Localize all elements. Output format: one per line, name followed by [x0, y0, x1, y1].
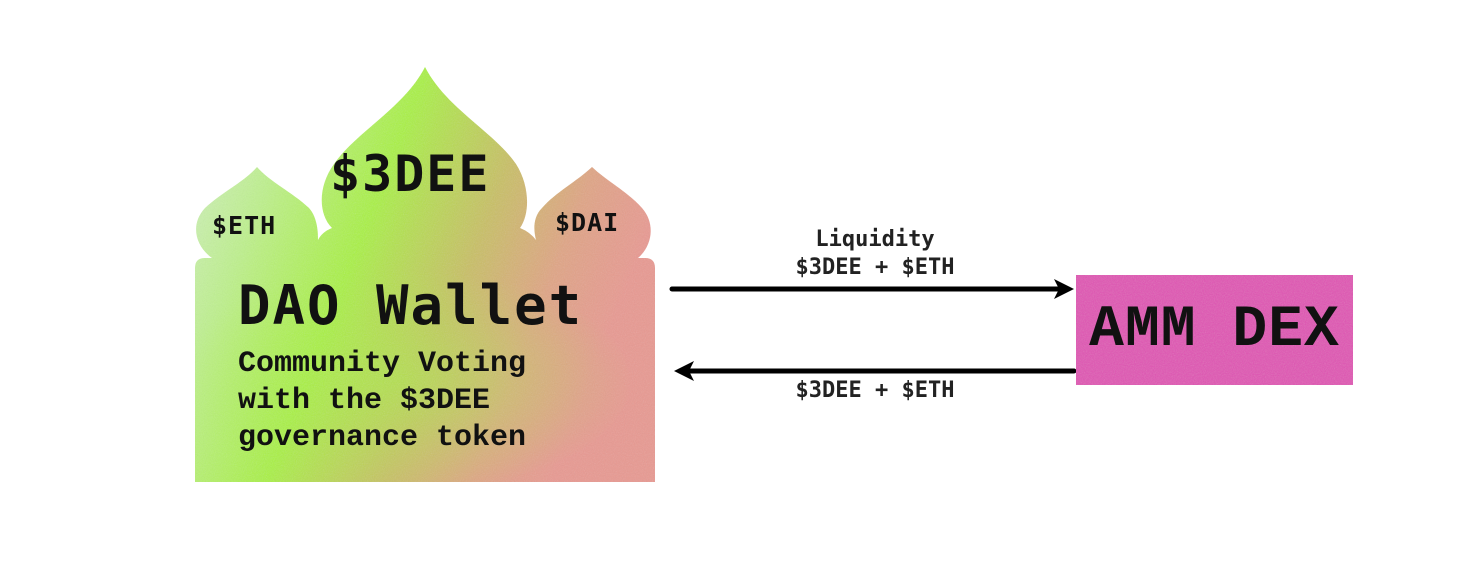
wallet-description-line: with the $3DEE — [238, 384, 491, 418]
wallet-glow-overlay — [195, 258, 655, 482]
flow-to-dex-assets: $3DEE + $ETH — [795, 255, 955, 280]
flow-to-wallet-assets: $3DEE + $ETH — [795, 378, 955, 403]
dex-box-background — [1076, 275, 1353, 385]
wallet-title: DAO Wallet — [238, 274, 584, 337]
main-token-label: $3DEE — [330, 145, 491, 203]
wallet-description-line: governance token — [238, 421, 527, 455]
flow-to-dex-title: Liquidity — [815, 227, 935, 252]
left-token-label: $ETH — [212, 211, 277, 240]
wallet-description-line: Community Voting — [238, 347, 527, 381]
dao-wallet-building — [195, 67, 655, 482]
dex-label: AMM DEX — [1089, 297, 1340, 363]
wallet-description: Community Voting with the $3DEE governan… — [238, 346, 526, 457]
flow-to-dex-label: Liquidity $3DEE + $ETH — [764, 226, 986, 282]
right-token-label: $DAI — [555, 208, 620, 237]
dex-box: AMM DEX — [1076, 275, 1353, 385]
